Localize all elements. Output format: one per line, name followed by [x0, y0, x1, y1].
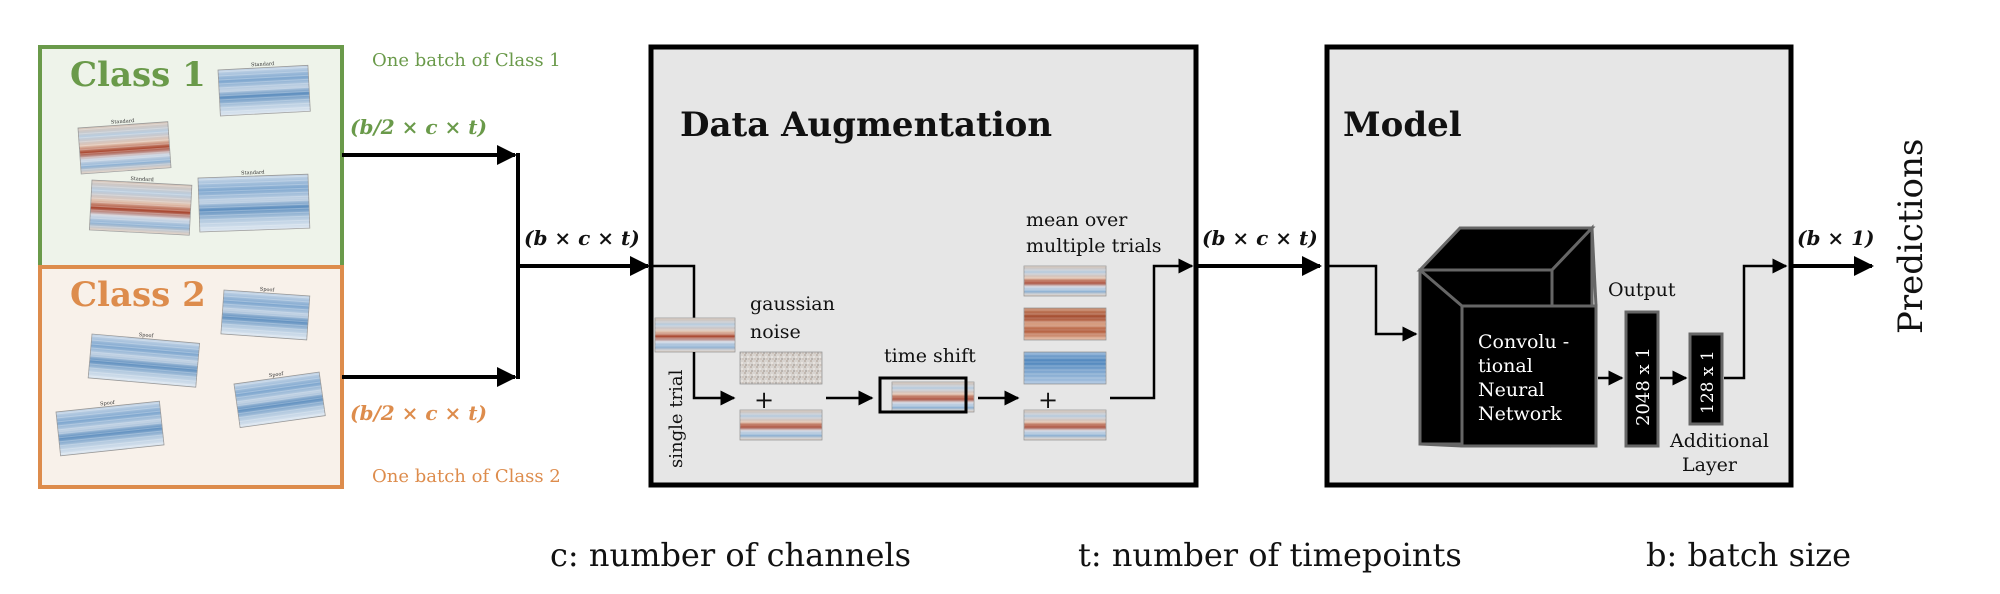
model-group: Model Convolu - tional Neural Network Ou… — [1324, 44, 1794, 488]
svg-text:Spoof: Spoof — [260, 287, 276, 294]
gaussian-noise-label-2: noise — [750, 321, 801, 343]
svg-text:Standard: Standard — [251, 61, 275, 68]
class1-thumbnail-3: Standard — [88, 176, 193, 236]
noise-plus: + — [754, 386, 774, 414]
class2-thumbnail-1: Spoof — [220, 287, 311, 341]
model-input-path — [1327, 264, 1418, 342]
time-shift-label: time shift — [884, 345, 976, 367]
aug-input-path — [651, 264, 696, 318]
class2-batch-label: One batch of Class 2 — [372, 466, 561, 487]
gaussian-noise-label-1: gaussian — [750, 293, 835, 315]
mean-label-1: mean over — [1026, 209, 1128, 231]
model-title: Model — [1343, 105, 1462, 145]
svg-text:Spoof: Spoof — [100, 400, 116, 408]
merged-dims: (b × c × t) — [524, 226, 640, 250]
noise-sum-thumbnail — [739, 409, 823, 441]
class1-title: Class 1 — [70, 55, 206, 95]
cnn-label-3: Neural — [1478, 379, 1545, 401]
class2-thumbnail-2: Spoof — [87, 332, 201, 388]
additional-layer-128 — [1688, 332, 1724, 426]
additional-layer-label-2: Layer — [1682, 454, 1738, 476]
output-label: Output — [1608, 279, 1676, 301]
time-shift-thumbnail — [878, 376, 975, 414]
augmentation-title: Data Augmentation — [680, 105, 1052, 145]
legend-batch-size: b: batch size — [1646, 536, 1851, 574]
class1-thumbnail-1: Standard — [217, 61, 311, 117]
class2-thumbnail-4: Spoof — [233, 371, 326, 429]
cnn-label-4: Network — [1478, 403, 1562, 425]
mean-thumbnail-3 — [1023, 351, 1107, 385]
cnn-cube: Convolu - tional Neural Network — [1416, 224, 1598, 448]
gaussian-noise-thumbnail — [739, 351, 823, 385]
class2-title: Class 2 — [70, 275, 206, 315]
single-trial-arrow — [692, 352, 736, 406]
model-output-path — [1724, 258, 1788, 380]
single-trial-label: single trial — [666, 369, 687, 468]
mean-label-2: multiple trials — [1026, 235, 1162, 257]
legend-channels: c: number of channels — [550, 536, 911, 574]
mean-result-thumbnail — [1023, 409, 1107, 441]
mean-plus: + — [1038, 386, 1058, 414]
augmented-dims: (b × c × t) — [1202, 226, 1318, 250]
output-dims: (b × 1) — [1797, 226, 1875, 250]
output-layer-2048 — [1624, 310, 1660, 448]
svg-text:Spoof: Spoof — [139, 332, 155, 339]
svg-text:Standard: Standard — [241, 170, 265, 177]
class1-dims: (b/2 × c × t) — [350, 115, 487, 139]
cnn-label-1: Convolu - — [1478, 331, 1569, 353]
class2-group: Class 2 One batch of Class 2 (b/2 × c × … — [38, 265, 561, 489]
cnn-label-2: tional — [1478, 355, 1533, 377]
mean-output-path — [1110, 258, 1194, 400]
mean-thumbnail-2 — [1023, 307, 1107, 341]
svg-text:Spoof: Spoof — [269, 371, 285, 379]
predictions-label: Predictions — [1891, 139, 1931, 334]
svg-text:Standard: Standard — [130, 176, 154, 183]
class1-group: Class 1 One batch of Class 1 (b/2 × c × … — [38, 45, 561, 269]
class1-thumbnail-2: Standard — [77, 118, 172, 175]
class1-thumbnail-4: Standard — [197, 170, 311, 233]
class1-batch-label: One batch of Class 1 — [372, 50, 561, 71]
mean-thumbnail-1 — [1023, 265, 1107, 297]
class2-dims: (b/2 × c × t) — [350, 401, 487, 425]
augmentation-group: Data Augmentation single trial gaussian … — [648, 44, 1199, 488]
single-trial-thumbnail — [654, 317, 736, 353]
class2-thumbnail-3: Spoof — [55, 400, 165, 457]
additional-layer-128-label: 128 x 1 — [1698, 350, 1718, 414]
merge-arrows — [342, 145, 650, 387]
output-layer-2048-label: 2048 x 1 — [1633, 347, 1654, 426]
additional-layer-label-1: Additional — [1669, 430, 1769, 452]
legend-timepoints: t: number of timepoints — [1078, 536, 1462, 574]
svg-text:Standard: Standard — [111, 118, 136, 126]
